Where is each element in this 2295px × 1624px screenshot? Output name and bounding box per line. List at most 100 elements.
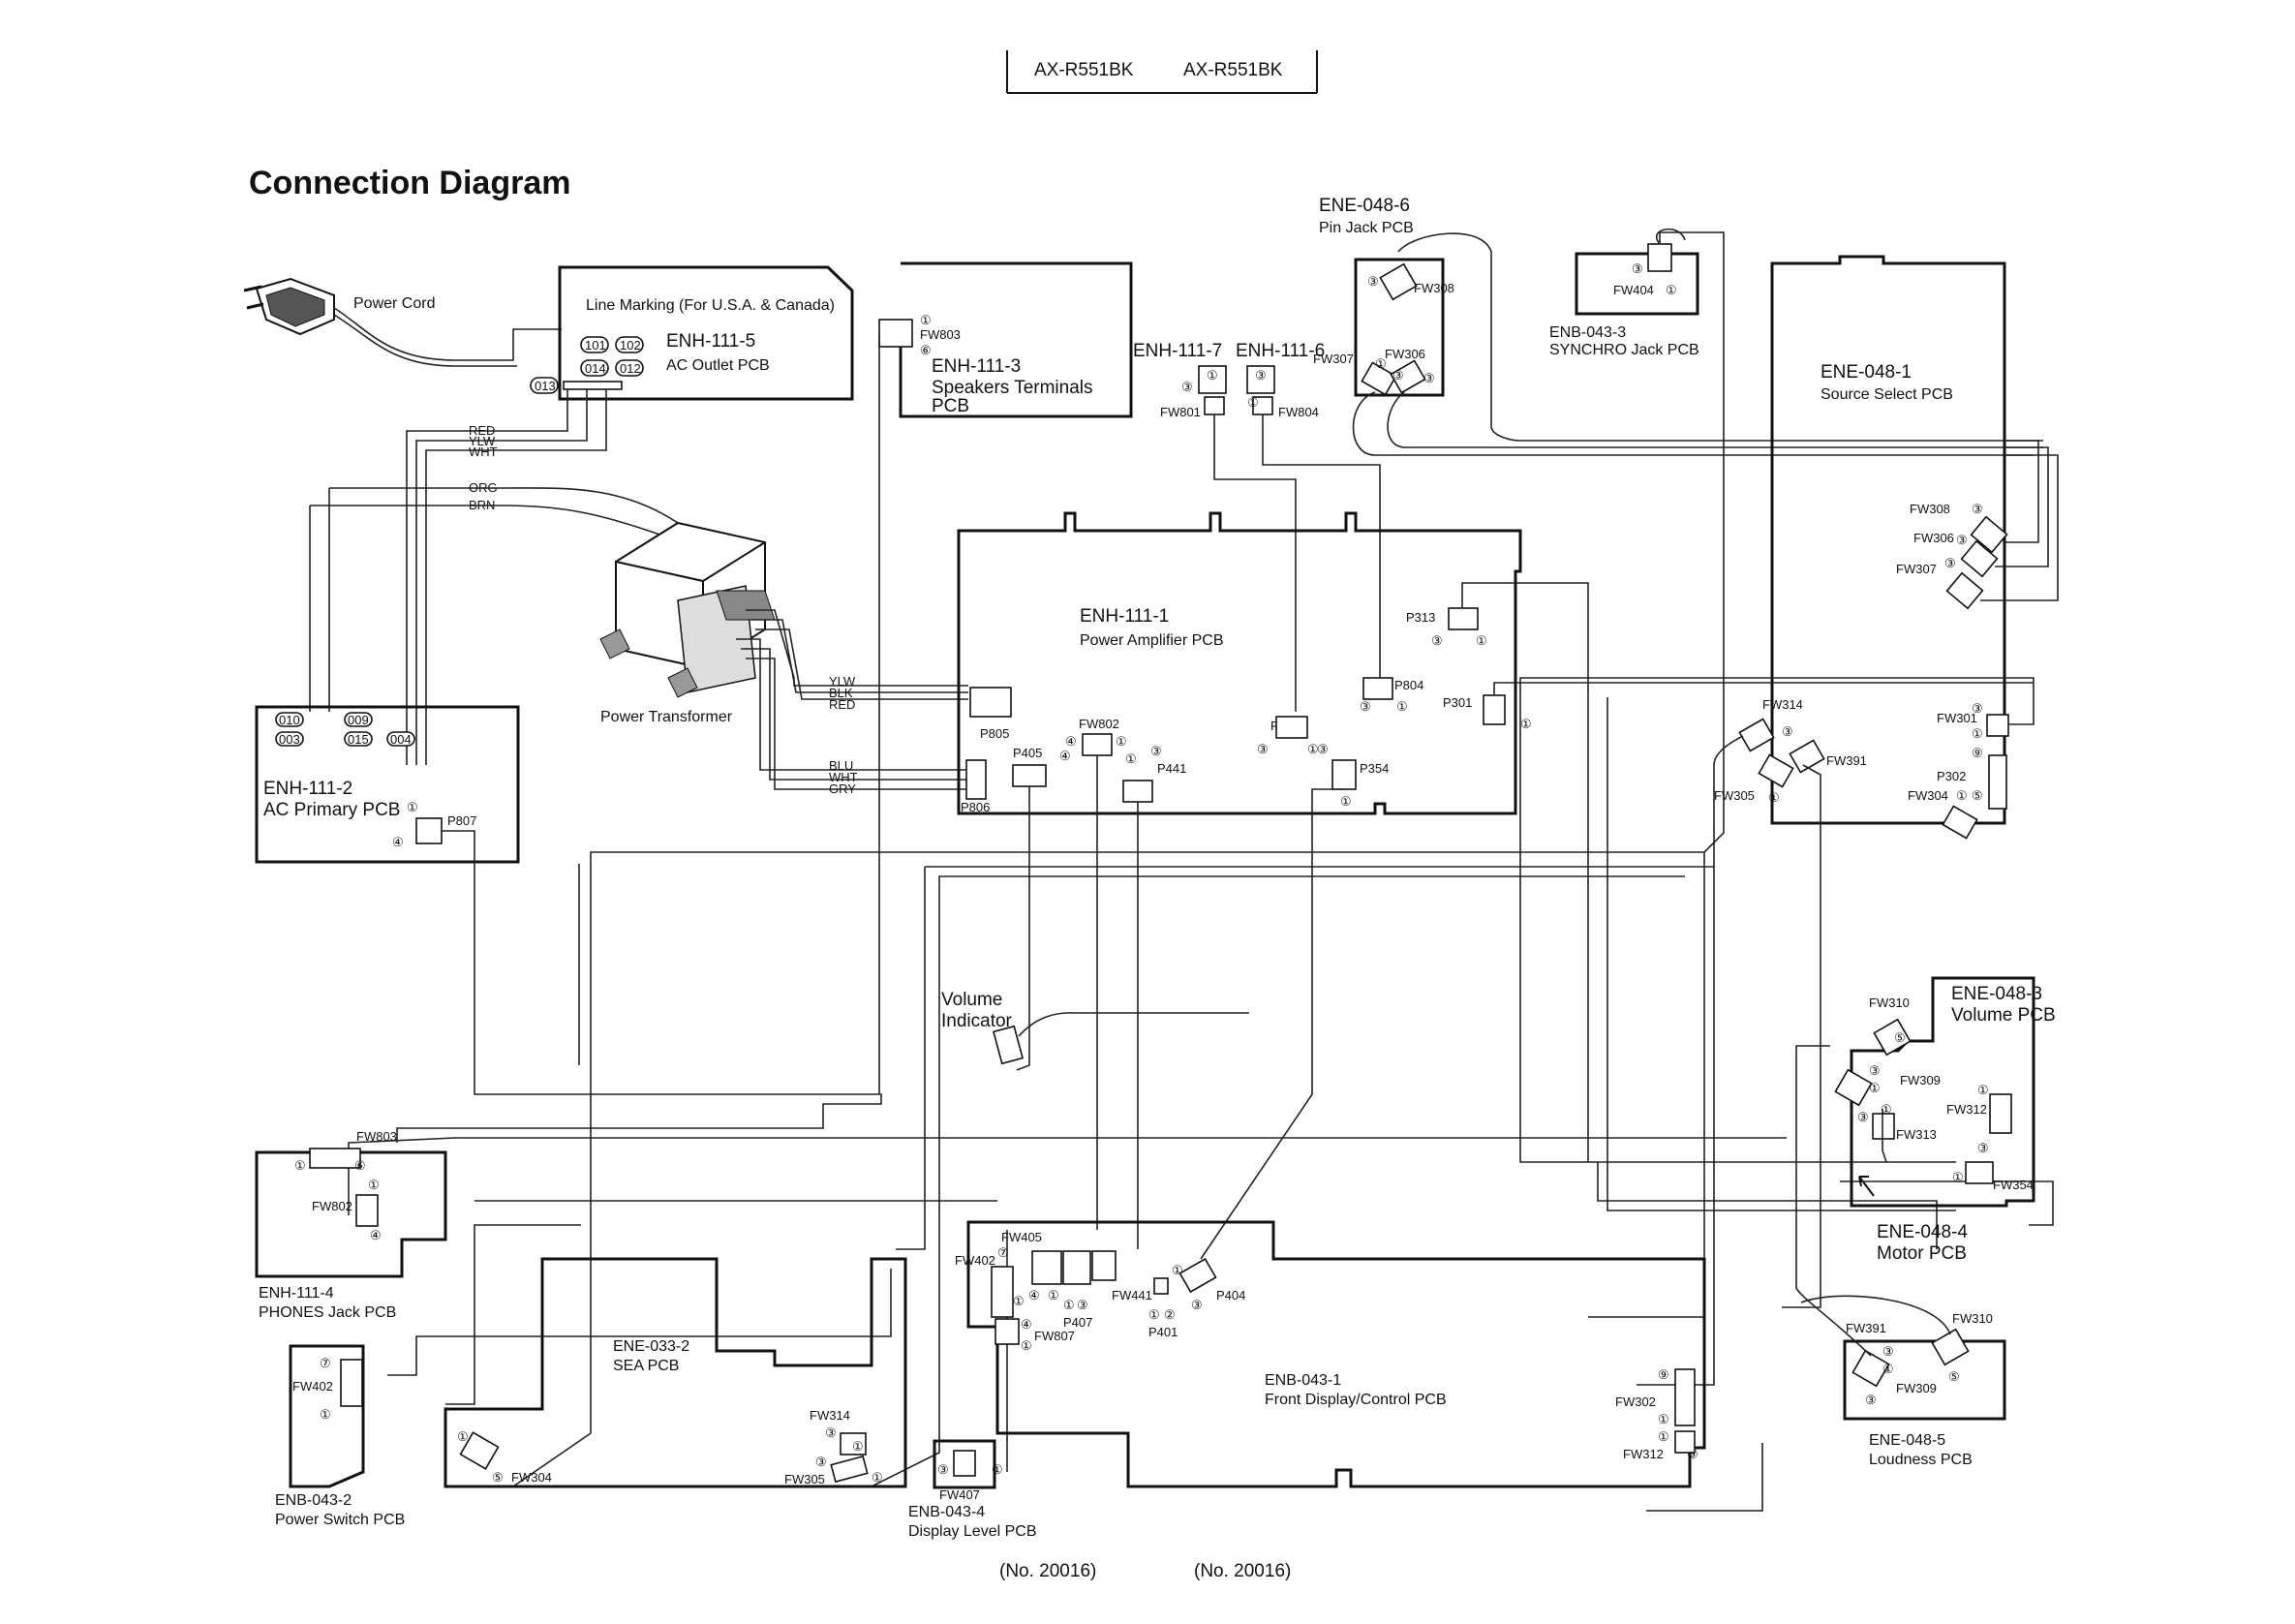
front-pin-one-c: ① (1063, 1298, 1075, 1312)
board-code-ene-048-4: ENE-048-4 (1877, 1222, 1968, 1242)
connector-fw803-left: FW803 (356, 1129, 397, 1144)
board-name-display-level: Display Level PCB (908, 1523, 1037, 1540)
fw308-pin-three: ③ (1367, 274, 1379, 289)
p441-pin-one: ① (1125, 751, 1137, 766)
footer-number-left: (No. 20016) (999, 1561, 1096, 1581)
board-code-enh-111-1: ENH-111-1 (1080, 606, 1169, 627)
front-pin-three: ③ (1077, 1298, 1088, 1312)
board-code-enb-043-2: ENB-043-2 (275, 1492, 352, 1509)
connector-fw309-bottom: FW309 (1896, 1381, 1937, 1395)
sea-fw304-pin-five: ⑤ (492, 1470, 504, 1485)
wire-label-org: ORG (469, 480, 498, 495)
fw313-pin-three: ③ (1857, 1110, 1869, 1124)
wire-label-gry: GRY (829, 781, 856, 796)
front-pin-four: ④ (1028, 1288, 1040, 1302)
board-name-speakers-1: Speakers Terminals (932, 378, 1093, 398)
connector-fw402-front: FW402 (955, 1253, 995, 1268)
board-code-enb-043-4: ENB-043-4 (908, 1504, 985, 1520)
connector-fw802-top: FW802 (1079, 717, 1119, 731)
connector-fw306-top: FW306 (1385, 347, 1425, 361)
p405-pin-four: ④ (1059, 749, 1071, 763)
board-name-power-amplifier: Power Amplifier PCB (1080, 632, 1224, 649)
connector-fw307-top: FW307 (1313, 352, 1354, 366)
src-fw308-pin-three: ③ (1972, 502, 1983, 516)
board-name-front-display: Front Display/Control PCB (1265, 1392, 1447, 1408)
board-ene-048-3: ENE-048-3 Volume PCB FW310 ⑤ FW309 ③ ① ①… (1834, 976, 2056, 1208)
ac-wiring: RED YLW WHT ORG BRN (309, 389, 679, 765)
phones-fw803-pin-one: ① (294, 1158, 306, 1173)
p354-pin-one: ① (1340, 794, 1352, 809)
loud-fw309-pin-three: ③ (1865, 1393, 1877, 1407)
p313-pin-three: ③ (1431, 633, 1443, 648)
board-enb-043-1: ENB-043-1 Front Display/Control PCB FW40… (955, 1220, 1706, 1488)
fw312-pin-three-front: ③ (1687, 1447, 1698, 1461)
front-pin-one-a: ① (1013, 1294, 1025, 1308)
volume-indicator-label-1: Volume (941, 990, 1002, 1010)
phones-fw802-pin-one: ① (368, 1178, 380, 1192)
vol-fw310-pin-one: ① (1881, 1102, 1892, 1117)
connector-p407: P407 (1063, 1315, 1092, 1330)
board-name-loudness: Loudness PCB (1869, 1452, 1973, 1468)
connector-fw801: FW801 (1160, 405, 1201, 419)
p404-pin-one: ① (1172, 1263, 1183, 1277)
board-code-ene-048-5: ENE-048-5 (1869, 1432, 1945, 1449)
p313-pin-one: ① (1476, 633, 1487, 648)
p807-pin-four: ④ (392, 835, 404, 849)
p404-pin-three: ③ (1191, 1298, 1203, 1312)
board-enh-111-2: 010 009 003 015 004 ENH-111-2 AC Primary… (255, 705, 520, 864)
connector-p405: P405 (1013, 746, 1042, 760)
fw404-pin-one: ① (1666, 283, 1677, 297)
connector-fw305-right: FW305 (1714, 788, 1755, 803)
board-code-enh-111-6: ENH-111-6 (1236, 341, 1325, 361)
board-code-ene-048-3: ENE-048-3 (1951, 984, 2042, 1004)
connector-fw314-right: FW314 (1762, 697, 1803, 712)
board-name-power-switch: Power Switch PCB (275, 1512, 405, 1528)
board-name-speakers-2: PCB (932, 396, 969, 416)
display-pin-three: ③ (937, 1462, 949, 1477)
connector-p805: P805 (980, 726, 1009, 741)
model-label-right: AX-R551BK (1183, 60, 1283, 80)
connector-fw314-sea: FW314 (810, 1408, 850, 1423)
board-name-phones-jack: PHONES Jack PCB (259, 1304, 396, 1321)
wire-label-blu: BLU (829, 758, 853, 773)
board-enh-111-3: ① FW803 ⑥ ENH-111-3 Speakers Terminals P… (878, 261, 1133, 418)
wire-label-red-sec: RED (829, 697, 855, 712)
board-name-ac-outlet: AC Outlet PCB (666, 357, 770, 374)
board-code-enb-043-1: ENB-043-1 (1265, 1372, 1341, 1389)
line-marking-label: Line Marking (For U.S.A. & Canada) (586, 297, 835, 314)
board-code-enh-111-3: ENH-111-3 (932, 356, 1021, 377)
fw803-pin-one: ① (920, 313, 932, 327)
fw304-pin-five: ⑤ (1972, 788, 1983, 803)
interconnect-wires (348, 334, 2054, 1512)
board-code-enh-111-4: ENH-111-4 (259, 1285, 334, 1302)
board-name-sea: SEA PCB (613, 1358, 679, 1374)
fw802-pin-one: ① (1116, 734, 1127, 749)
p302-pin-nine: ⑨ (1972, 746, 1983, 760)
board-enb-043-3: ③ FW404 ① ENB-043-3 SYNCHRO Jack PCB (1549, 228, 1725, 1318)
p801-pin-one: ① (1307, 742, 1319, 756)
connector-fw405: FW405 (1001, 1230, 1042, 1244)
connector-fw802-left: FW802 (312, 1199, 352, 1213)
fw302-pin-nine: ⑨ (1658, 1367, 1669, 1382)
p801-pin-three: ③ (1257, 742, 1269, 756)
wire-label-ylw: YLW (469, 434, 496, 448)
connector-p354: P354 (1360, 761, 1389, 776)
phones-fw803-pin-six: ⑥ (354, 1158, 366, 1173)
connector-fw308-top: FW308 (1414, 281, 1454, 295)
connector-fw301: FW301 (1937, 711, 1977, 725)
front-fw807-pin-one: ① (1021, 1338, 1032, 1353)
board-name-ac-primary: AC Primary PCB (263, 800, 400, 820)
terminal-101: 101 (585, 338, 606, 352)
connector-fw804: FW804 (1278, 405, 1319, 419)
terminal-003: 003 (279, 732, 300, 747)
transformer-label: Power Transformer (600, 709, 733, 725)
fw354-pin-one: ① (1952, 1170, 1964, 1184)
connector-fw441: FW441 (1112, 1288, 1152, 1302)
fw404-pin-three: ③ (1632, 261, 1643, 276)
connector-fw304-sea: FW304 (511, 1470, 552, 1485)
connector-fw391-right: FW391 (1826, 753, 1867, 768)
connector-fw310-right: FW310 (1869, 996, 1910, 1010)
fw312-pin-one-front: ① (1658, 1429, 1669, 1444)
